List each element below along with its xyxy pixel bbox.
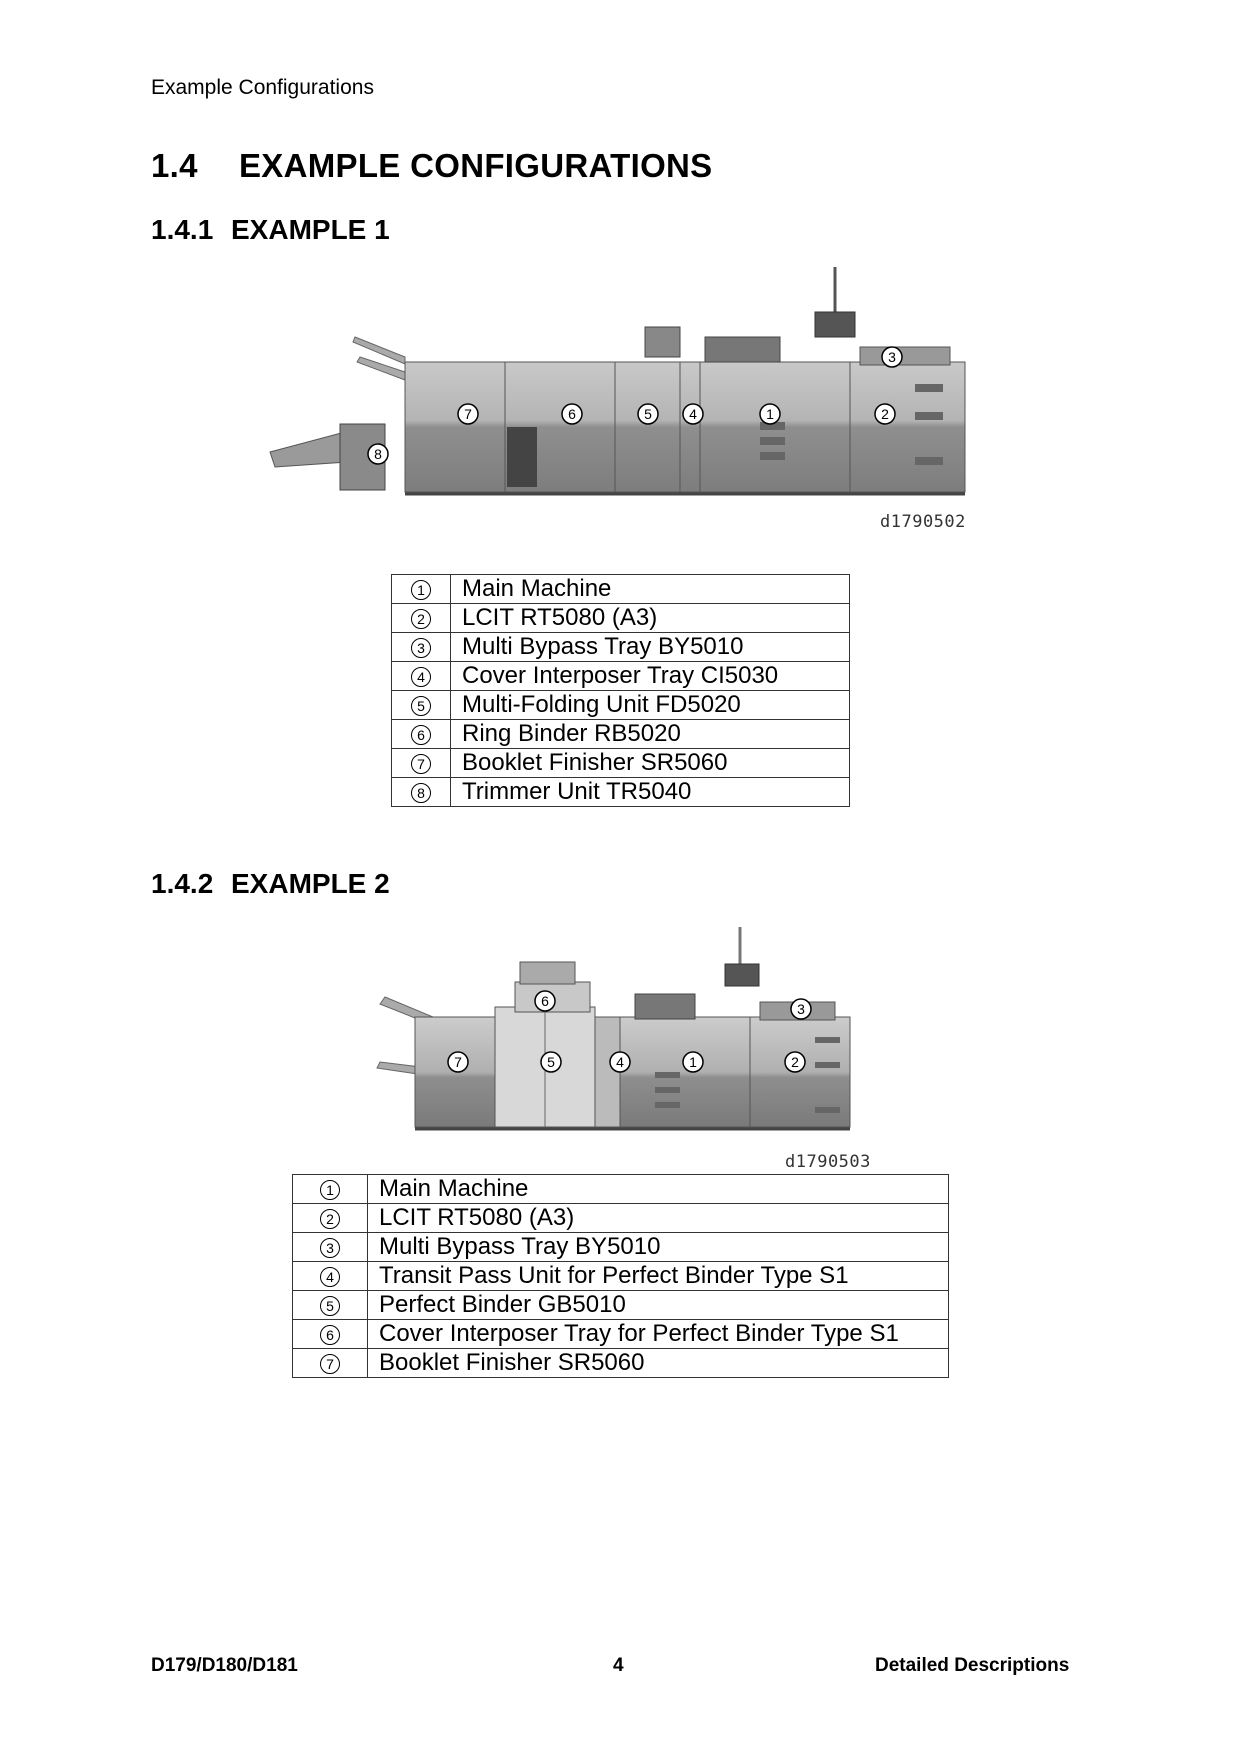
callout-number: 4 [411, 666, 431, 687]
legend-label: Multi Bypass Tray BY5010 [450, 632, 850, 662]
svg-text:6: 6 [568, 406, 576, 422]
legend-number-cell: 4 [292, 1261, 368, 1291]
svg-text:8: 8 [374, 446, 382, 462]
example2-legend-table: 1 Main Machine 2 LCIT RT5080 (A3) 3 Multi Byp… [292, 1174, 949, 1378]
example1-figure-id: d1790502 [880, 512, 966, 532]
legend-label: Booklet Finisher SR5060 [450, 748, 850, 778]
svg-text:5: 5 [547, 1054, 555, 1070]
callout-number: 6 [411, 724, 431, 745]
legend-label: Cover Interposer Tray CI5030 [450, 661, 850, 691]
legend-label: Transit Pass Unit for Perfect Binder Typ… [367, 1261, 949, 1291]
legend-row: 3 Multi Bypass Tray BY5010 [391, 632, 850, 662]
svg-text:2: 2 [791, 1054, 799, 1070]
callout-number: 6 [320, 1324, 340, 1345]
svg-text:2: 2 [881, 406, 889, 422]
legend-number-cell: 5 [391, 690, 451, 720]
footer-page-number: 4 [613, 1655, 624, 1676]
svg-text:3: 3 [888, 349, 896, 365]
footer-model: D179/D180/D181 [151, 1655, 298, 1676]
legend-label: Trimmer Unit TR5040 [450, 777, 850, 807]
example1-machine-illustration: 7 6 5 4 1 2 3 8 [269, 267, 966, 496]
svg-text:5: 5 [644, 406, 652, 422]
legend-row: 1 Main Machine [391, 574, 850, 604]
legend-label: LCIT RT5080 (A3) [367, 1203, 949, 1233]
legend-row: 4 Transit Pass Unit for Perfect Binder Ty… [292, 1261, 949, 1291]
svg-text:1: 1 [766, 406, 774, 422]
legend-number-cell: 2 [391, 603, 451, 633]
legend-row: 6 Cover Interposer Tray for Perfect Binde… [292, 1319, 949, 1349]
callout-number: 1 [320, 1179, 340, 1200]
legend-number-cell: 1 [292, 1174, 368, 1204]
legend-number-cell: 2 [292, 1203, 368, 1233]
callout-number: 3 [411, 637, 431, 658]
example2-heading: 1.4.2 EXAMPLE 2 [151, 868, 390, 900]
legend-row: 8 Trimmer Unit TR5040 [391, 777, 850, 807]
example2-number: 1.4.2 [151, 868, 214, 899]
legend-row: 5 Perfect Binder GB5010 [292, 1290, 949, 1320]
legend-number-cell: 6 [391, 719, 451, 749]
legend-row: 5 Multi-Folding Unit FD5020 [391, 690, 850, 720]
callout-number: 5 [411, 695, 431, 716]
callout-number: 5 [320, 1295, 340, 1316]
legend-row: 6 Ring Binder RB5020 [391, 719, 850, 749]
svg-text:4: 4 [689, 406, 697, 422]
example1-legend-table: 1 Main Machine 2 LCIT RT5080 (A3) 3 Multi Byp… [391, 574, 850, 807]
running-header: Example Configurations [151, 76, 374, 99]
legend-number-cell: 6 [292, 1319, 368, 1349]
legend-number-cell: 7 [292, 1348, 368, 1378]
legend-label: Booklet Finisher SR5060 [367, 1348, 949, 1378]
legend-label: Cover Interposer Tray for Perfect Binder… [367, 1319, 949, 1349]
legend-label: Multi Bypass Tray BY5010 [367, 1232, 949, 1262]
callout-number: 2 [320, 1208, 340, 1229]
legend-number-cell: 3 [292, 1232, 368, 1262]
section-number: 1.4 [151, 147, 198, 184]
legend-number-cell: 8 [391, 777, 451, 807]
callout-number: 1 [411, 579, 431, 600]
example2-title: EXAMPLE 2 [231, 868, 390, 899]
svg-text:1: 1 [689, 1054, 697, 1070]
legend-number-cell: 4 [391, 661, 451, 691]
legend-number-cell: 5 [292, 1290, 368, 1320]
legend-row: 7 Booklet Finisher SR5060 [391, 748, 850, 778]
example2-figure-id: d1790503 [785, 1152, 871, 1172]
svg-text:7: 7 [454, 1054, 462, 1070]
legend-row: 7 Booklet Finisher SR5060 [292, 1348, 949, 1378]
svg-text:7: 7 [464, 406, 472, 422]
legend-label: Multi-Folding Unit FD5020 [450, 690, 850, 720]
section-heading: 1.4 EXAMPLE CONFIGURATIONS [151, 147, 713, 185]
example2-machine-illustration: 7 5 6 4 1 2 3 [376, 927, 851, 1131]
section-title: EXAMPLE CONFIGURATIONS [239, 147, 713, 184]
callout-number: 7 [320, 1353, 340, 1374]
example1-title: EXAMPLE 1 [231, 214, 390, 245]
svg-text:6: 6 [541, 993, 549, 1009]
legend-number-cell: 7 [391, 748, 451, 778]
legend-label: Main Machine [450, 574, 850, 604]
callout-number: 7 [411, 753, 431, 774]
callout-number: 3 [320, 1237, 340, 1258]
legend-row: 1 Main Machine [292, 1174, 949, 1204]
legend-row: 2 LCIT RT5080 (A3) [292, 1203, 949, 1233]
legend-label: Perfect Binder GB5010 [367, 1290, 949, 1320]
legend-number-cell: 3 [391, 632, 451, 662]
example1-number: 1.4.1 [151, 214, 214, 245]
legend-number-cell: 1 [391, 574, 451, 604]
callout-number: 2 [411, 608, 431, 629]
legend-row: 2 LCIT RT5080 (A3) [391, 603, 850, 633]
legend-row: 4 Cover Interposer Tray CI5030 [391, 661, 850, 691]
svg-text:3: 3 [797, 1001, 805, 1017]
svg-text:4: 4 [616, 1054, 624, 1070]
legend-label: Ring Binder RB5020 [450, 719, 850, 749]
legend-row: 3 Multi Bypass Tray BY5010 [292, 1232, 949, 1262]
legend-label: LCIT RT5080 (A3) [450, 603, 850, 633]
callout-number: 4 [320, 1266, 340, 1287]
legend-label: Main Machine [367, 1174, 949, 1204]
example1-heading: 1.4.1 EXAMPLE 1 [151, 214, 390, 246]
callout-number: 8 [411, 782, 431, 803]
footer-chapter: Detailed Descriptions [875, 1655, 1070, 1676]
